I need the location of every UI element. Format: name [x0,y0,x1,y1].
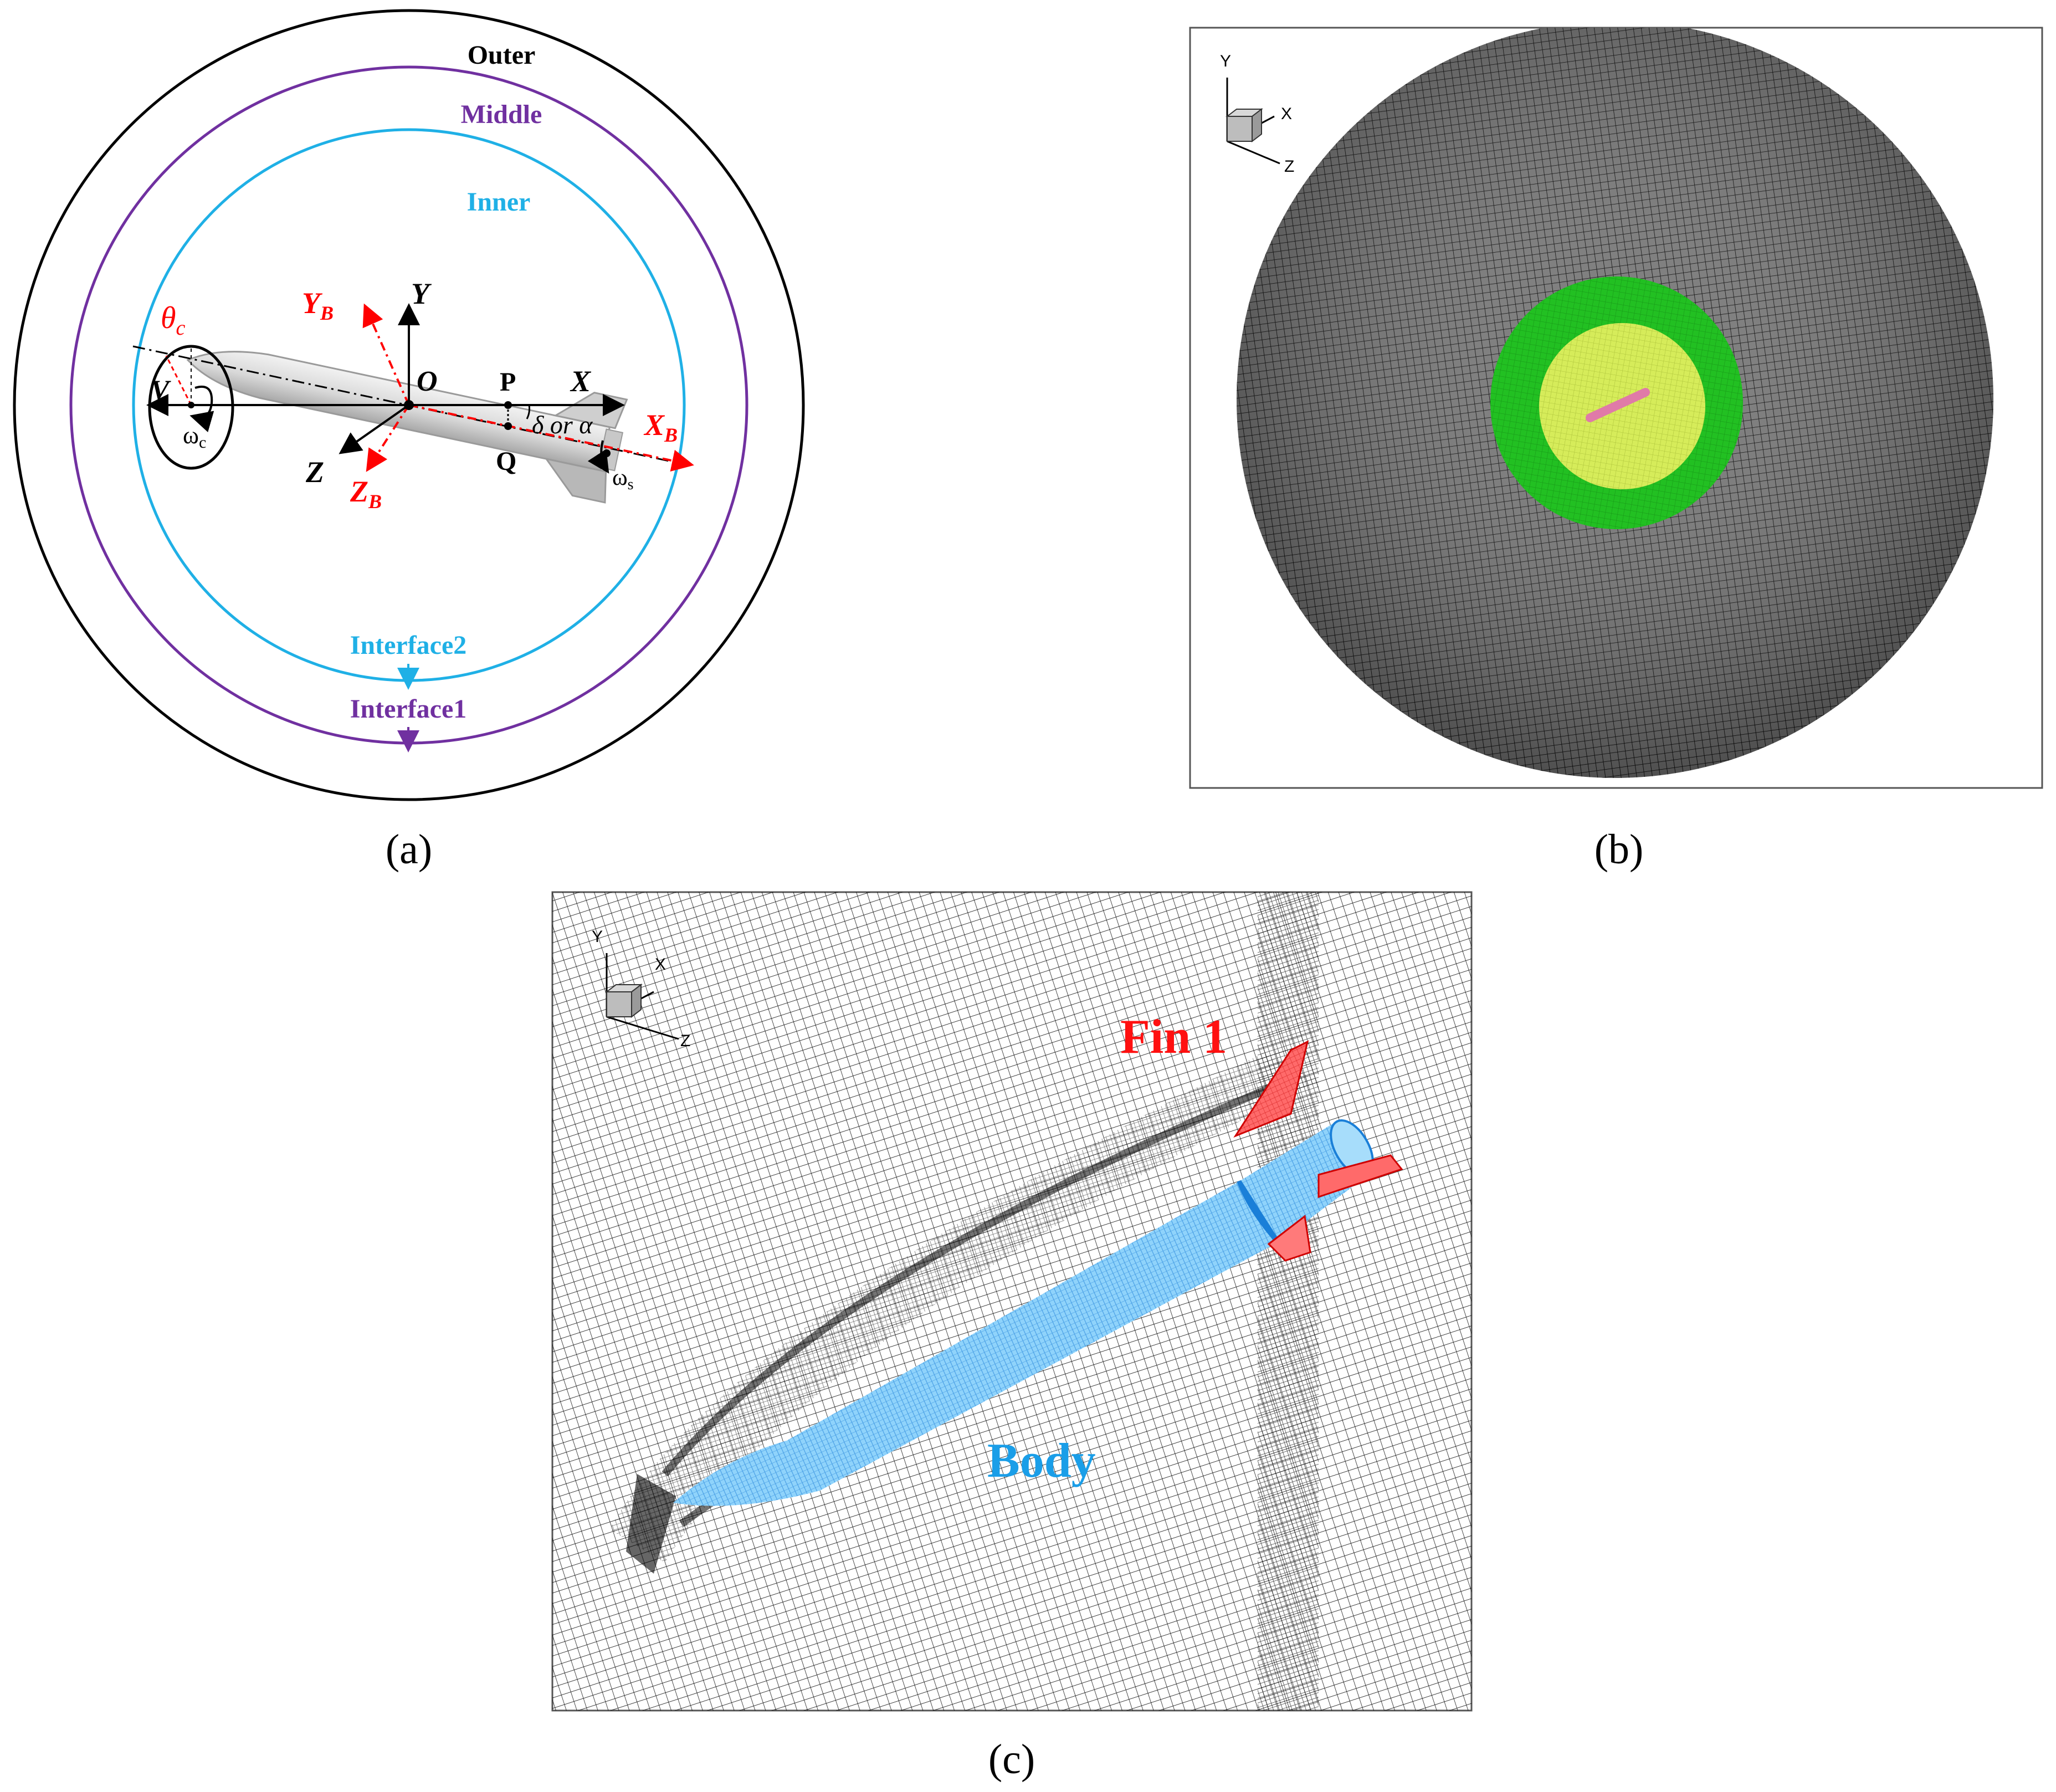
cone-center [188,402,194,408]
triad-c-z: Z [680,1032,690,1050]
caption-a: (a) [386,826,432,873]
orientation-triad-c: Y X Z [592,928,690,1050]
background-mesh [552,892,1471,1711]
caption-c: (c) [988,1736,1035,1783]
triad-b-y: Y [1220,52,1231,70]
origin-label: O [417,366,438,397]
panel-a: Outer Middle Inner Interface2 Interface1… [13,9,805,873]
point-q [504,422,512,430]
caption-b: (b) [1594,826,1644,873]
inner-label: Inner [467,187,531,217]
x-label: X [570,365,592,398]
wake-upper [662,1082,1276,1477]
dense-mesh-band-boundary [609,1053,1319,1563]
interface2-label: Interface2 [350,631,467,660]
coning-rotation-arrow [189,386,214,433]
zb-axis [366,404,410,472]
triad-c-y: Y [592,928,603,946]
xb-axis [408,404,694,472]
triad-b-z: Z [1284,157,1294,176]
dense-mesh-band-vertical [1258,892,1319,1711]
yb-axis [362,303,410,406]
omega-s-label: ωs [612,465,634,493]
angle-label: δ or α [532,411,593,439]
fin-mesh [1233,1040,1403,1262]
zb-label: ZB [350,475,382,513]
omega-c-label: ωc [183,422,206,452]
nose-dense [626,1474,676,1574]
orientation-triad-b: Y X Z [1220,52,1294,176]
missile-body-mesh [673,1119,1374,1506]
z-label: Z [305,455,324,489]
xb-label: XB [643,408,678,446]
body-label: Body [987,1434,1096,1488]
p-label: P [500,367,516,397]
triad-c-x: X [655,955,666,974]
q-label: Q [496,447,516,476]
y-label: Y [411,277,432,310]
outer-boundary [13,9,805,801]
outer-label: Outer [468,40,536,70]
middle-label: Middle [461,100,542,129]
cone-radius [165,355,192,406]
theta-label: θc [161,301,186,340]
triad-b-x: X [1281,105,1292,123]
panel-b: Y X Z (b) [1189,27,2043,873]
panel-c: Y X Z Fin 1 Body (c) [551,891,1473,1783]
z-axis [339,404,410,454]
yb-label: YB [302,286,334,324]
fin-label: Fin 1 [1120,1010,1227,1064]
body-surface-mesh [1586,388,1650,422]
angle-arc [526,405,531,419]
origin-point [404,400,414,410]
velocity-label: V [151,374,171,405]
xb-tip-point [603,449,611,457]
spin-arrow [587,440,609,474]
interface1-label: Interface1 [350,694,467,724]
